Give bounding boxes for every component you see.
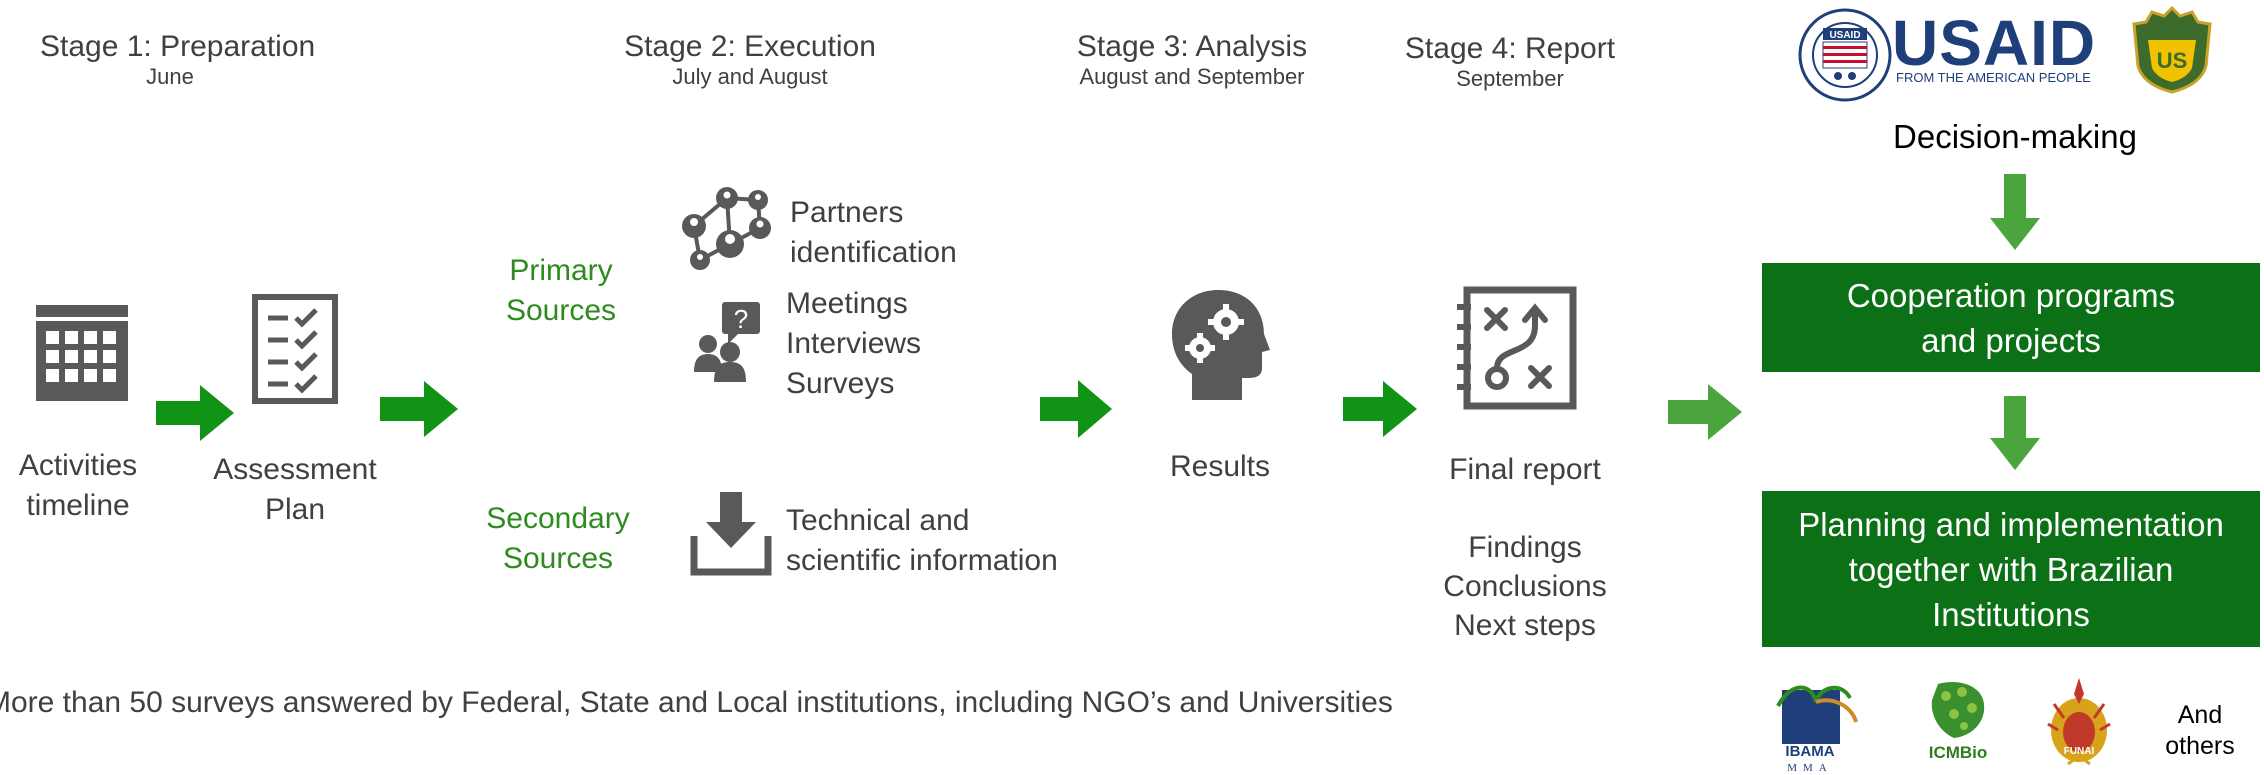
head-gears-icon: [1172, 290, 1270, 400]
box1-line1: Cooperation programs: [1846, 276, 2176, 314]
primary-line1: Primary: [509, 254, 613, 287]
stage1-title: Stage 1: Preparation: [40, 30, 316, 63]
stage1-period: June: [146, 64, 194, 89]
and-others-label: And others: [2150, 700, 2250, 762]
usaid-wordmark: USAID: [1892, 8, 2096, 78]
stage1-header: Stage 1: Preparation June: [40, 30, 316, 90]
stage3-period: August and September: [1079, 64, 1305, 89]
flow-arrow-2: [380, 381, 458, 437]
usaid-text: USAID: [1892, 7, 2097, 79]
stage4-header: Stage 4: Report September: [1390, 32, 1630, 92]
plan-line1: Assessment: [213, 453, 377, 486]
forest-service-logo: US: [2132, 6, 2212, 94]
box2-line1: Planning and implementation: [1798, 505, 2224, 543]
meetings-line: Meetings: [786, 287, 908, 320]
funai-logo: FUNAI: [2047, 678, 2111, 766]
activities-line1: Activities: [18, 449, 138, 482]
secondary-line1: Secondary: [486, 502, 630, 535]
icmbio-logo: ICMBio: [1929, 682, 1988, 762]
mma-text: MMA: [1787, 762, 1833, 773]
down-arrow-2: [1990, 396, 2040, 470]
technical-line1: Technical and: [786, 504, 970, 537]
activities-line2: timeline: [26, 489, 130, 522]
flow-arrow-3: [1040, 380, 1112, 438]
ibama-logo: IBAMA MMA: [1776, 685, 1858, 773]
primary-sources-label: Primary Sources: [486, 251, 636, 331]
next-steps-text: Next steps: [1454, 609, 1596, 642]
flow-arrow-5: [1668, 384, 1742, 440]
svg-text:US: US: [2157, 48, 2188, 73]
technical-scientific-label: Technical and scientific information: [786, 501, 1058, 581]
stage3-header: Stage 3: Analysis August and September: [1062, 30, 1322, 90]
findings-text: Findings: [1468, 531, 1582, 564]
plan-line2: Plan: [264, 493, 326, 526]
ibama-text: IBAMA: [1785, 743, 1834, 760]
primary-line2: Sources: [505, 294, 617, 327]
stage4-title: Stage 4: Report: [1404, 32, 1616, 65]
interviews-line: Interviews: [786, 327, 922, 360]
stage2-header: Stage 2: Execution July and August: [620, 30, 880, 90]
meeting-question-icon: ?: [694, 302, 760, 382]
footer-note: More than 50 surveys answered by Federal…: [0, 686, 1393, 719]
flow-arrow-1: [156, 385, 234, 441]
planning-implementation-box: Planning and implementation together wit…: [1762, 491, 2260, 647]
flow-arrow-4: [1343, 381, 1417, 437]
box2-line3: Institutions: [1932, 595, 2090, 633]
usaid-tagline: FROM THE AMERICAN PEOPLE: [1896, 70, 2091, 85]
stage4-period: September: [1456, 66, 1564, 91]
decision-making-label: Decision-making: [1893, 118, 2137, 155]
report-outputs-list: Findings Conclusions Next steps: [1430, 528, 1620, 645]
icmbio-text: ICMBio: [1929, 743, 1988, 762]
box1-line2: and projects: [1921, 321, 2101, 359]
meetings-interviews-surveys-label: Meetings Interviews Surveys: [786, 284, 921, 404]
assessment-plan-label: Assessment Plan: [200, 450, 390, 530]
checklist-icon: [252, 294, 338, 404]
calendar-icon: [36, 305, 128, 401]
partners-identification-label: Partners identification: [790, 193, 957, 273]
others-line1: And: [2177, 701, 2223, 729]
cooperation-programs-box: Cooperation programs and projects: [1762, 263, 2260, 372]
surveys-line: Surveys: [786, 367, 895, 400]
others-line2: others: [2165, 732, 2235, 760]
secondary-line2: Sources: [502, 542, 614, 575]
stage3-title: Stage 3: Analysis: [1076, 30, 1308, 63]
box2-line2: together with Brazilian: [1848, 550, 2174, 588]
network-people-icon: [682, 187, 771, 270]
activities-timeline-label: Activities timeline: [0, 446, 156, 526]
results-label: Results: [1169, 450, 1271, 483]
partners-line2: identification: [790, 236, 957, 269]
conclusions-text: Conclusions: [1443, 570, 1607, 603]
stage2-title: Stage 2: Execution: [624, 30, 876, 63]
technical-line2: scientific information: [786, 544, 1058, 577]
svg-text:?: ?: [734, 304, 748, 334]
strategy-board-icon: [1457, 286, 1577, 410]
usaid-seal-logo: USAID: [1798, 8, 1892, 102]
partners-line1: Partners: [790, 196, 904, 229]
svg-text:USAID: USAID: [1829, 30, 1860, 41]
stage2-period: July and August: [672, 64, 828, 89]
final-report-label: Final report: [1449, 453, 1601, 486]
down-arrow-1: [1990, 174, 2040, 250]
download-icon: [690, 492, 772, 576]
funai-text: FUNAI: [2064, 746, 2095, 757]
secondary-sources-label: Secondary Sources: [478, 499, 638, 579]
